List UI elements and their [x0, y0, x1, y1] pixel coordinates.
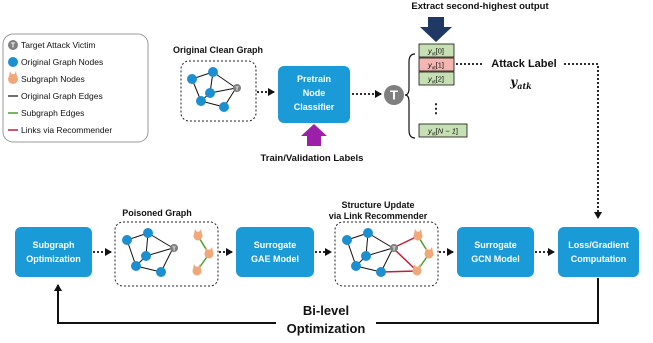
- target-badge-letter: T: [11, 43, 16, 50]
- legend: T Target Attack Victim Original Graph No…: [2, 33, 149, 143]
- output-cell-1: [418, 57, 455, 72]
- subgraph-optimization-box: Subgraph Optimization: [15, 227, 92, 277]
- graph-node: [342, 235, 352, 245]
- target-node-letter: T: [392, 247, 396, 253]
- graph-node: [219, 102, 229, 112]
- graph-node: [156, 267, 166, 277]
- output-cell-2: [418, 71, 455, 86]
- arrow-attack-to-loss: [564, 63, 602, 219]
- legend-original-nodes-label: Original Graph Nodes: [21, 57, 103, 67]
- target-node: [170, 244, 178, 252]
- subgraph-node: [412, 264, 422, 276]
- output-cell-last-text: yvt[N − 1]: [427, 127, 458, 138]
- legend-subgraph-edges-label: Subgraph Edges: [21, 108, 84, 118]
- train-validation-labels: Train/Validation Labels: [261, 153, 364, 164]
- graph-node: [363, 228, 373, 238]
- subgraph-node: [193, 229, 203, 241]
- bilevel-label-line2: Optimization: [287, 321, 366, 336]
- target-output-badge: T: [384, 85, 404, 105]
- subgraph-opt-line2: Optimization: [26, 254, 81, 264]
- output-stack: yvt[0] yvt[1] yvt[2] ⋮ yvt[N − 1]: [418, 43, 468, 138]
- gcn-line2: GCN Model: [471, 254, 520, 264]
- bilevel-label-line1: Bi-level: [303, 303, 349, 318]
- output-cell-2-text: yvt[2]: [427, 75, 444, 86]
- gae-line1: Surrogate: [254, 240, 297, 250]
- bilevel-label-bg: [276, 298, 376, 338]
- navy-down-arrow: [420, 17, 452, 42]
- pretrain-label-line3: Classifier: [294, 102, 335, 112]
- target-node-letter: T: [172, 247, 176, 253]
- output-cell-0: [418, 43, 455, 58]
- graph-node: [376, 267, 386, 277]
- subgraph-node: [204, 247, 214, 259]
- graph-node: [122, 235, 132, 245]
- surrogate-gae-box: Surrogate GAE Model: [236, 227, 314, 277]
- output-cell-1-text: yvt[1]: [427, 61, 444, 72]
- legend-target-label: Target Attack Victim: [21, 40, 95, 50]
- structure-update-graph-box: T: [334, 221, 439, 287]
- legend-subgraph-node-icon: [8, 71, 18, 84]
- purple-up-arrow: [301, 124, 327, 146]
- graph-node: [196, 96, 206, 106]
- graph-node: [205, 88, 215, 98]
- surrogate-gcn-box: Surrogate GCN Model: [457, 227, 534, 277]
- poisoned-graph-title: Poisoned Graph: [122, 208, 192, 218]
- output-ellipsis: ⋮: [430, 101, 443, 116]
- gcn-line1: Surrogate: [474, 240, 517, 250]
- graph-node: [361, 251, 371, 261]
- loss-line2: Computation: [571, 254, 627, 264]
- structure-update-title-line1: Structure Update: [341, 200, 414, 210]
- graph-node: [187, 74, 197, 84]
- poisoned-graph-box: T: [114, 221, 219, 287]
- output-cell-last: [418, 123, 468, 138]
- pretrain-label-line2: Node: [303, 88, 326, 98]
- extract-title: Extract second-highest output: [411, 1, 549, 12]
- graph-node: [351, 261, 361, 271]
- subgraph-node: [424, 247, 434, 259]
- attack-label-symbol: yatk: [509, 75, 532, 91]
- output-bracket: [404, 53, 416, 139]
- attack-label-title: Attack Label: [491, 58, 556, 70]
- output-cell-0-text: yvt[0]: [427, 47, 444, 58]
- subgraph-opt-line1: Subgraph: [33, 240, 75, 250]
- legend-original-edges-label: Original Graph Edges: [21, 91, 103, 101]
- pretrain-label-line1: Pretrain: [297, 74, 331, 84]
- graph-node: [131, 261, 141, 271]
- graph-node: [208, 67, 218, 77]
- legend-target-icon: T: [8, 40, 18, 50]
- graph-node: [143, 228, 153, 238]
- subgraph-node: [192, 264, 202, 276]
- loss-gradient-box: Loss/Gradient Computation: [558, 227, 639, 277]
- target-node: [233, 84, 241, 92]
- pretrain-classifier-box: Pretrain Node Classifier: [278, 66, 350, 123]
- clean-graph-title: Original Clean Graph: [173, 45, 263, 55]
- structure-update-title-line2: via Link Recommender: [329, 211, 428, 221]
- clean-graph-box: T: [180, 60, 257, 122]
- subgraph-node: [413, 229, 423, 241]
- gae-line2: GAE Model: [251, 254, 299, 264]
- loss-line1: Loss/Gradient: [568, 240, 629, 250]
- target-node: [390, 244, 398, 252]
- graph-node: [141, 251, 151, 261]
- legend-links-label: Links via Recommender: [21, 125, 112, 135]
- target-output-letter: T: [390, 88, 398, 103]
- target-node-letter: T: [235, 87, 239, 93]
- legend-subgraph-nodes-label: Subgraph Nodes: [21, 74, 85, 84]
- legend-original-node-icon: [8, 57, 18, 67]
